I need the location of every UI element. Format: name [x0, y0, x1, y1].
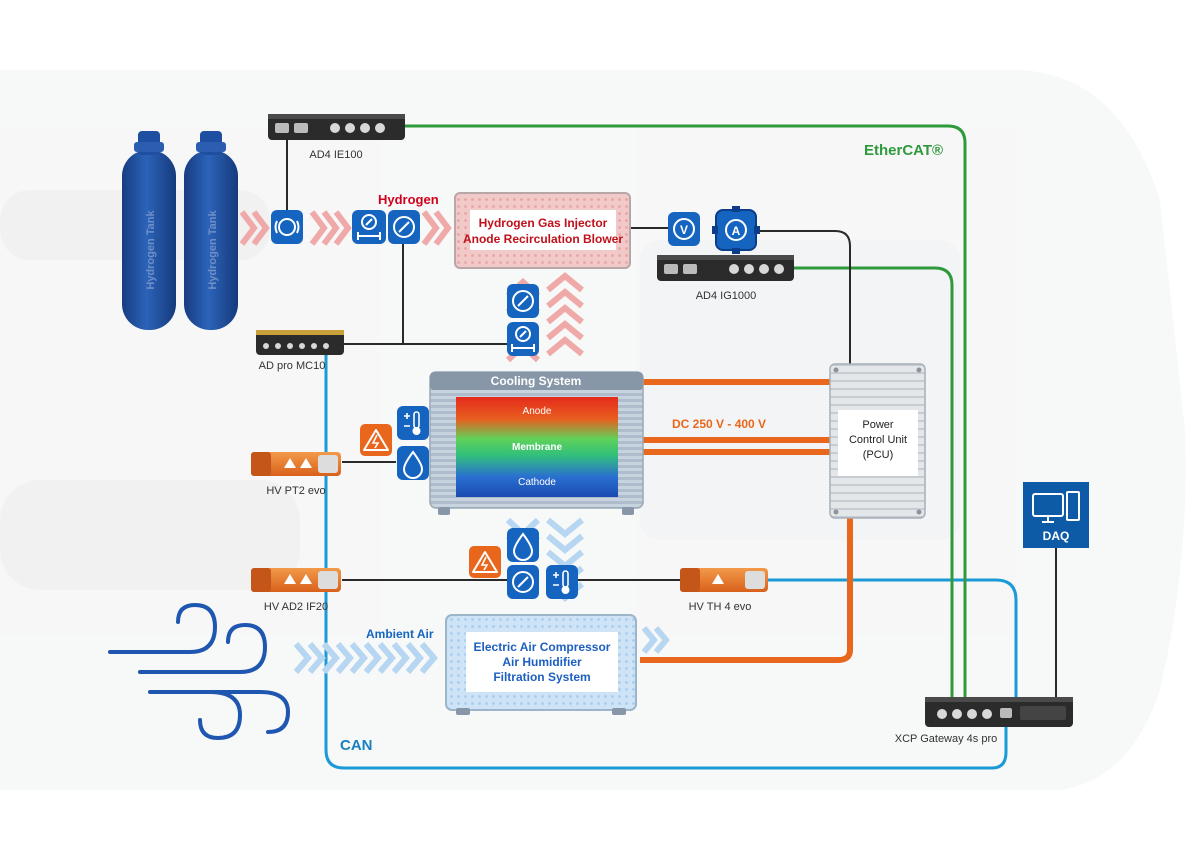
dc-voltage-label: DC 250 V - 400 V [672, 417, 766, 431]
air-flow-arrows [293, 517, 670, 674]
pressure-sensor-icon-1 [352, 210, 386, 244]
tank-1-label: Hydrogen Tank [145, 210, 157, 290]
hydrogen-tank-1: Hydrogen Tank [122, 131, 176, 330]
hydrogen-label: Hydrogen [378, 192, 439, 207]
cathode-label: Cathode [518, 477, 556, 488]
hv-warning-icon-1 [360, 424, 392, 456]
voltage-glyph: V [680, 223, 688, 237]
ethercat-label: EtherCAT® [864, 142, 943, 159]
hv-ad2-if20-module [251, 568, 341, 592]
ad-pro-mc10-label: AD pro MC10 [259, 360, 326, 372]
hv-pt2-evo-label: HV PT2 evo [266, 485, 325, 497]
power-control-unit: Power Control Unit (PCU) [829, 363, 926, 519]
ethercat-lines [403, 124, 967, 700]
anode-label: Anode [523, 406, 552, 417]
voltage-sensor-icon: V [668, 212, 700, 246]
pcu-line-1: Power [862, 419, 894, 431]
hv-warning-icon-2 [469, 546, 501, 578]
ad4-ig1000-label: AD4 IG1000 [696, 290, 757, 302]
can-label: CAN [340, 737, 373, 754]
humidity-sensor-icon-2 [507, 528, 539, 562]
ad4-ie100-label: AD4 IE100 [309, 149, 362, 161]
daq-label: DAQ [1043, 529, 1070, 543]
gauge-sensor-icon-3 [507, 565, 539, 599]
hv-th4-evo-label: HV TH 4 evo [689, 601, 752, 613]
hv-ad2-if20-label: HV AD2 IF20 [264, 601, 328, 613]
fuel-cell-stack: Cooling System Anode Membrane Cathode [429, 371, 644, 515]
injector-line-2: Anode Recirculation Blower [463, 232, 623, 246]
ad4-ie100-module [268, 114, 405, 140]
compressor-line-1: Electric Air Compressor [474, 640, 611, 654]
xcp-gateway-label: XCP Gateway 4s pro [895, 733, 998, 745]
air-compressor-box: Electric Air Compressor Air Humidifier F… [445, 614, 637, 715]
wind-icon [108, 602, 291, 741]
membrane-label: Membrane [512, 442, 562, 453]
ad4-ig1000-module [657, 255, 794, 281]
gauge-sensor-icon-2 [507, 284, 539, 318]
can-bus-lines [324, 354, 1018, 770]
pcu-line-3: (PCU) [863, 449, 894, 461]
humidity-sensor-icon-1 [397, 446, 429, 480]
ambient-air-label: Ambient Air [366, 627, 434, 641]
hydrogen-tank-2: Hydrogen Tank [184, 131, 238, 330]
temperature-sensor-icon-2 [546, 565, 578, 599]
cooling-system-title: Cooling System [491, 374, 582, 388]
hv-pt2-evo-module [251, 452, 341, 476]
hydrogen-injector-box: Hydrogen Gas Injector Anode Recirculatio… [454, 192, 631, 269]
ad-pro-mc10-module [256, 330, 344, 355]
current-glyph: A [732, 224, 741, 238]
compressor-line-2: Air Humidifier [502, 655, 582, 669]
gauge-sensor-icon-1 [388, 210, 420, 244]
tank-2-label: Hydrogen Tank [207, 210, 219, 290]
pcu-line-2: Control Unit [849, 434, 907, 446]
temperature-sensor-icon-1 [397, 406, 429, 440]
daq-box: DAQ [1023, 482, 1089, 548]
high-voltage-lines [620, 379, 853, 663]
compressor-line-3: Filtration System [493, 670, 590, 684]
pressure-sensor-icon-2 [507, 322, 539, 356]
flow-sensor-icon [271, 210, 303, 244]
xcp-gateway-module [925, 697, 1073, 727]
injector-line-1: Hydrogen Gas Injector [479, 216, 608, 230]
hv-th4-evo-module [680, 568, 768, 592]
current-sensor-icon: A [712, 206, 760, 254]
signal-wires [286, 140, 1057, 700]
